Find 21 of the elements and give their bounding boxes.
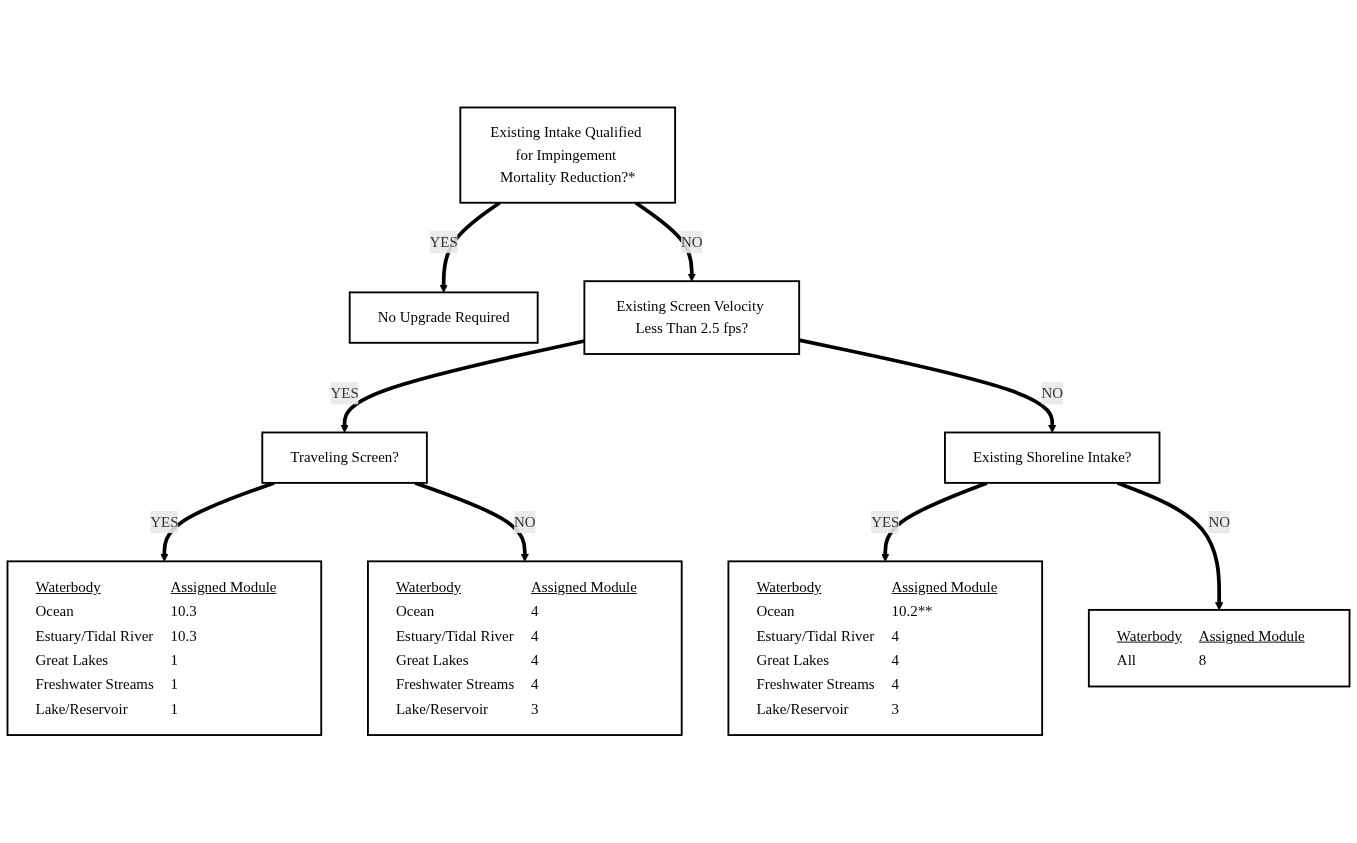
node-box: Waterbody Assigned Module Ocean 10.3 Estuary/Tidal River 10.3 Great Lakes 1 Freshwater Streams 1 Lake/Reservoir 1 (6, 560, 323, 737)
node-box: No Upgrade Required (348, 291, 539, 344)
arrow (340, 339, 585, 434)
edge-label: NO (1208, 513, 1230, 530)
node-box: Waterbody Assigned Module Ocean 10.2** Estuary/Tidal River 4 Great Lakes 4 Freshwater Streams 4 Lake/Reservoir 3 (727, 560, 1044, 737)
edge-label: YES (150, 513, 179, 530)
node-box: Waterbody Assigned Module All 8 (1087, 609, 1351, 688)
edge-label: YES (330, 385, 359, 401)
arrow (160, 481, 275, 562)
edge-label: NO (514, 513, 536, 530)
edge-label: NO (680, 233, 703, 250)
node-box: Waterbody Assigned Module Ocean 4 Estuary/Tidal River 4 Great Lakes 4 Freshwater Streams 4 Lake/Reservoir 3 (367, 560, 683, 737)
node-box: Existing Screen Velocity Less Than 2.5 fps? (583, 280, 801, 356)
node-box: Traveling Screen? (261, 431, 428, 485)
arrow (634, 201, 696, 282)
edge-label: NO (1041, 385, 1064, 401)
node-box: Existing Shoreline Intake? (944, 431, 1161, 485)
edge-label: YES (871, 513, 900, 530)
edge-label: YES (429, 233, 458, 250)
arrow (414, 481, 529, 562)
node-box: Existing Intake Qualified for Impingement Mortality Reduction?* (459, 106, 677, 204)
